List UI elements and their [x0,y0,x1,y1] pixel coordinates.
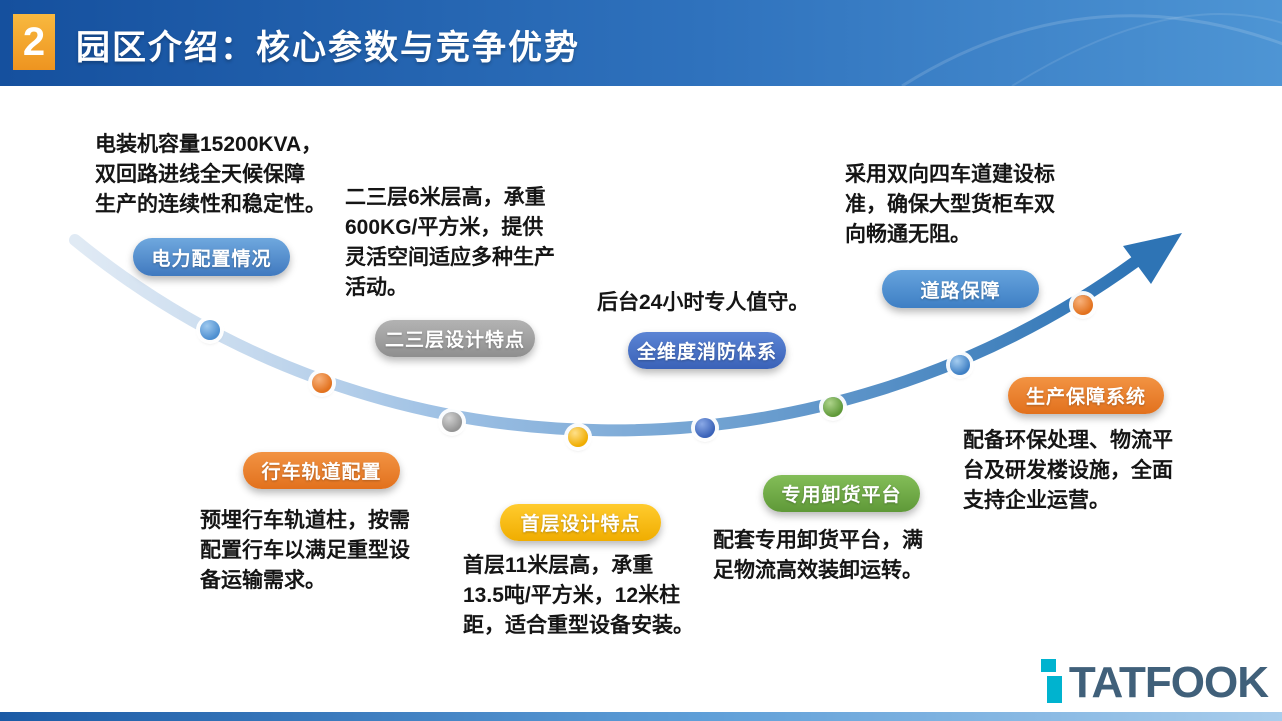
header-bar: 2 园区介绍：核心参数与竞争优势 [0,0,1282,86]
desc-crane-rail: 预埋行车轨道柱，按需 配置行车以满足重型设 备运输需求。 [200,509,410,592]
tatfook-logo: TATFOOK [1040,658,1269,707]
desc-production-support: 配备环保处理、物流平 台及研发楼设施，全面 支持企业运营。 [963,429,1173,512]
desc-floor23-design: 二三层6米层高，承重 600KG/平方米，提供 灵活空间适应多种生产 活动。 [345,186,555,299]
pill-road-guarantee: 道路保障 [882,270,1039,308]
tatfook-logo-text: TATFOOK [1068,658,1269,707]
tatfook-logo-icon [1040,659,1067,705]
pill-power-config: 电力配置情况 [133,238,290,276]
timeline-dot-power [200,320,220,340]
timeline-dot-rail [312,373,332,393]
footer-bar [0,712,1282,721]
page-title: 园区介绍：核心参数与竞争优势 [76,29,580,67]
pill-crane-rail: 行车轨道配置 [243,452,400,489]
desc-loading-dock: 配套专用卸货平台，满 足物流高效装卸运转。 [713,529,923,582]
slide-number-badge: 2 [13,14,55,70]
slide-number: 2 [22,19,46,64]
desc-road-guarantee: 采用双向四车道建设标 准，确保大型货柜车双 向畅通无阻。 [845,163,1055,246]
pill-floor23-design: 二三层设计特点 [375,320,535,357]
timeline-dot-floor23 [442,412,462,432]
pill-production-support: 生产保障系统 [1008,377,1164,414]
pill-fire-system: 全维度消防体系 [628,332,786,369]
header-decoration [901,13,1282,86]
pill-loading-dock: 专用卸货平台 [763,475,920,512]
timeline-dot-road [950,355,970,375]
timeline-dot-production [1073,295,1093,315]
desc-fire-system: 后台24小时专人值守。 [597,291,810,314]
timeline-dot-fire [695,418,715,438]
timeline-dot-floor1 [568,427,588,447]
pill-floor1-design: 首层设计特点 [500,504,661,541]
timeline-dot-dock [823,397,843,417]
desc-power-config: 电装机容量15200KVA， 双回路进线全天候保障 生产的连续性和稳定性。 [95,133,326,216]
desc-floor1-design: 首层11米层高，承重 13.5吨/平方米，12米柱 距，适合重型设备安装。 [463,554,694,637]
